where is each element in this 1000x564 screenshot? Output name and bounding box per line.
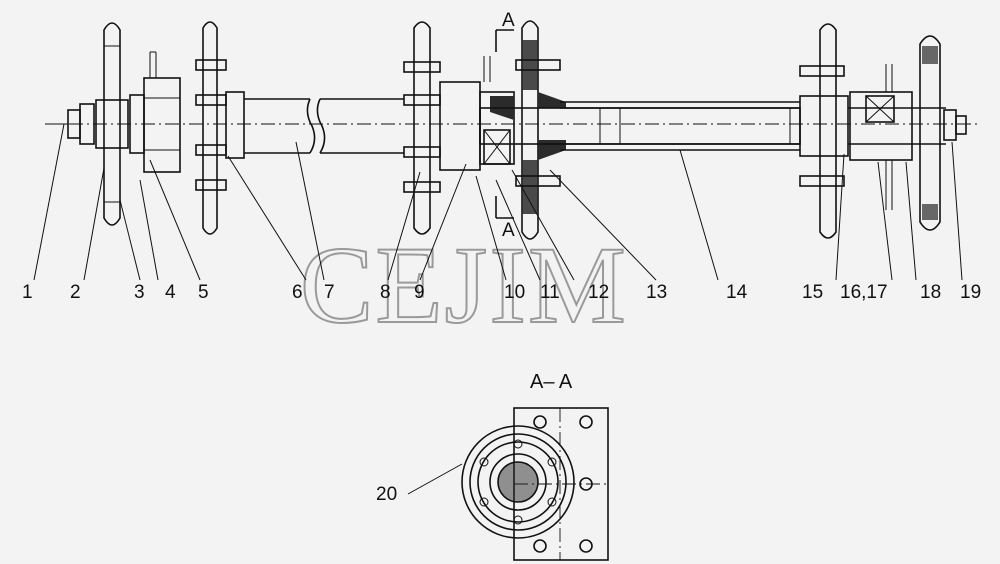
callout-4: 4 [165, 282, 176, 303]
watermark: CEJIM [300, 224, 628, 346]
callout-labels: 1 2 3 4 5 6 7 8 9 10 11 12 13 14 15 16,1… [22, 282, 981, 303]
callout-18: 18 [920, 282, 941, 303]
callout-20: 20 [376, 484, 397, 505]
left-sprocket [95, 22, 129, 226]
callout-16-17: 16,17 [840, 282, 888, 303]
section-view-a-a [461, 407, 609, 561]
callout-15: 15 [802, 282, 823, 303]
flange-sprocket-15 [799, 23, 849, 239]
flange-sprocket-8 [403, 21, 441, 235]
callout-13: 13 [646, 282, 667, 303]
callout-11: 11 [540, 282, 560, 303]
callout-8: 8 [380, 282, 391, 303]
tube-7 [244, 98, 404, 154]
flange-sprocket-13 [515, 20, 566, 240]
right-end-nut [943, 109, 967, 141]
tube-14 [479, 101, 801, 151]
leader-20 [407, 463, 463, 495]
callout-10: 10 [504, 282, 525, 303]
callout-12: 12 [588, 282, 609, 303]
leader-lines [33, 123, 963, 281]
flange-sprocket-6 [195, 21, 245, 235]
left-bearing-housing [129, 51, 181, 173]
callout-2: 2 [70, 282, 81, 303]
right-bearing-unit [849, 64, 913, 210]
callout-1: 1 [22, 282, 33, 303]
central-bearing-hub [439, 56, 515, 171]
left-end-nut [50, 103, 95, 145]
callout-3: 3 [134, 282, 145, 303]
section-mark-top: A [502, 10, 515, 31]
section-title: A– A [530, 371, 573, 393]
callout-7: 7 [324, 282, 335, 303]
callout-14: 14 [726, 282, 748, 303]
section-mark-bottom: A [502, 220, 515, 241]
section-cut-marks: A A [495, 10, 515, 241]
callout-5: 5 [198, 282, 209, 303]
callout-9: 9 [414, 282, 425, 303]
end-sprocket-18 [919, 35, 941, 231]
callout-6: 6 [292, 282, 303, 303]
callout-19: 19 [960, 282, 981, 303]
